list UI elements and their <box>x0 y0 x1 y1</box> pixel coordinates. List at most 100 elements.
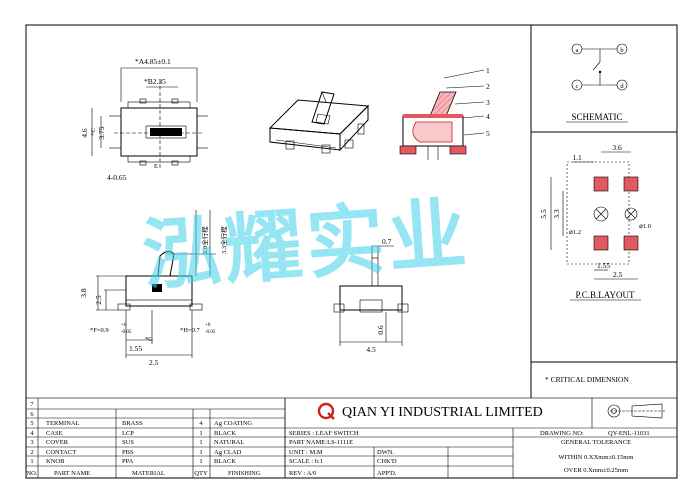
bom-cell: BLACK <box>214 458 236 465</box>
pcb-dim-hole-1-2: ⌀1.2 <box>569 229 581 236</box>
bom-cell: 1 <box>199 439 202 446</box>
front-dim-e: E <box>154 163 158 170</box>
bom-header-material: MATERIAL <box>132 470 165 477</box>
bom-cell: 1 <box>199 449 202 456</box>
pcb-pad-tr <box>623 176 639 192</box>
pcb-dim-hole-1-0: ⌀1.0 <box>639 223 651 230</box>
title-part-name: PART NAME:LS-1111E <box>289 439 353 446</box>
isometric-view-drawing <box>268 91 370 154</box>
bom-table <box>25 397 286 479</box>
front-dim-c: *C <box>90 128 97 136</box>
bom-header-finishing: FINISHING <box>228 470 261 477</box>
bom-cell: TERMINAL <box>46 420 80 427</box>
bom-cell: BLACK <box>214 430 236 437</box>
pcb-dim-1-55: 1.55 <box>597 261 610 270</box>
bom-header-no: NO. <box>26 470 37 477</box>
front-dim-4-6: 4.6 <box>80 128 89 138</box>
side-dim-h: *H=0.7 <box>180 327 200 334</box>
watermark-text: 泓耀实业 <box>140 189 473 302</box>
company-name: QIAN YI INDUSTRIAL LIMITED <box>342 405 543 420</box>
general-tolerance-title: GENERAL TOLERANCE <box>561 439 631 446</box>
title-block <box>284 397 678 479</box>
side-view-drawing <box>96 210 216 358</box>
pcb-dim-5-5: 5.5 <box>539 209 548 219</box>
bom-cell: CASE <box>46 430 63 437</box>
bom-cell: Ag COATING <box>214 420 252 427</box>
front-view-drawing <box>91 67 208 170</box>
side-dim-f: *F=0.9 <box>90 327 109 334</box>
pcb-dim-1-1: 1.1 <box>572 153 582 162</box>
title-chkd: CHK'D <box>377 458 397 465</box>
bom-cell: 1 <box>199 458 202 465</box>
pin-b-label: b <box>620 47 623 54</box>
front-dim-pitch: 4-0.65 <box>107 173 127 182</box>
side-dim-1-55: 1.55 <box>129 344 142 353</box>
title-dwn: DWN. <box>377 449 395 456</box>
detail-label-4: 4 <box>486 112 490 121</box>
bom-cell: KNOB <box>46 458 65 465</box>
bom-header-qty: QTY <box>194 470 208 477</box>
projection-symbol-icon <box>607 403 665 419</box>
side-travel-note-1: 2.8全行程 <box>200 226 209 254</box>
pcb-pad-bl <box>593 235 609 251</box>
pin-d-label: d <box>620 83 624 90</box>
pcb-hole-large <box>593 206 609 222</box>
schematic-title: SCHEMATIC <box>571 112 622 122</box>
bom-header-part: PART NAME <box>54 470 90 477</box>
front-dim-3-75: 3.75 <box>97 126 106 139</box>
bom-cell: PPA <box>122 458 134 465</box>
bottom-dim-0-6: 0.6 <box>376 325 385 335</box>
side-dim-2-5-width: 2.5 <box>149 358 159 367</box>
bom-cell: 4 <box>30 430 34 437</box>
pin-a-label: a <box>576 47 579 54</box>
bom-cell: 3 <box>30 439 33 446</box>
detail-label-3: 3 <box>486 98 490 107</box>
pcb-pad-tl <box>593 176 609 192</box>
bom-cell: Ag CLAD <box>214 449 242 456</box>
title-appd: APP'D. <box>377 470 397 477</box>
side-dim-f-tol-bot: -0.05 <box>121 330 132 335</box>
cross-section-drawing <box>399 69 485 160</box>
pcb-dim-2-5: 2.5 <box>613 270 623 279</box>
pcb-pad-br <box>623 235 639 251</box>
bom-cell: 2 <box>30 449 33 456</box>
title-series: SERIES : LEAF SWITCH <box>289 430 359 437</box>
bom-cell: 5 <box>30 420 33 427</box>
bottom-dim-4-5: 4.5 <box>366 345 376 354</box>
bom-cell: 1 <box>30 458 33 465</box>
side-dim-2-5: 2.5 <box>94 295 103 305</box>
title-rev: REV : A/0 <box>289 470 316 477</box>
tolerance-over: OVER 0.Xmm±0.25mm <box>564 467 628 474</box>
side-dim-h-tol-bot: -0.05 <box>205 330 216 335</box>
front-dim-b: *B2.35 <box>144 77 166 86</box>
drawing-no-value: QY-ENL-11031 <box>608 430 650 437</box>
bom-cell: LCP <box>122 430 134 437</box>
detail-label-1: 1 <box>486 66 490 75</box>
critical-dimension-note: * CRITICAL DIMENSION <box>545 375 629 384</box>
bom-cell: 1 <box>199 430 202 437</box>
pcb-dim-3-3: 3.3 <box>552 209 561 219</box>
bom-cell: CONTACT <box>46 449 76 456</box>
pcb-layout-title: P.C.B.LAYOUT <box>576 290 635 300</box>
bottom-view-drawing <box>333 245 409 346</box>
pcb-hole-small <box>624 207 638 221</box>
bom-row-6-no: 6 <box>30 411 34 418</box>
detail-label-2: 2 <box>486 82 490 91</box>
bom-cell: NATURAL <box>214 439 244 446</box>
side-dim-g: *G <box>145 336 153 343</box>
bom-cell: BRASS <box>122 420 143 427</box>
bottom-dim-0-7: 0.7 <box>382 237 392 246</box>
front-dim-a: *A4.85±0.1 <box>135 57 171 66</box>
pcb-dim-3-6: 3.6 <box>612 143 622 152</box>
bom-row-7-no: 7 <box>30 401 34 408</box>
side-dim-3-8: 3.8 <box>79 288 88 298</box>
side-dim-f-tol-top: +0 <box>121 323 127 328</box>
tolerance-within: WITHIN 0.XXmm±0.15mm <box>559 454 634 461</box>
bom-cell: SUS <box>122 439 134 446</box>
title-unit: UNIT : M.M <box>289 449 323 456</box>
side-dim-h-tol-top: +0 <box>205 323 211 328</box>
side-travel-note-2: 3.3全行程 <box>219 226 228 254</box>
detail-label-5: 5 <box>486 129 490 138</box>
schematic-diagram: a b c d <box>571 43 628 91</box>
